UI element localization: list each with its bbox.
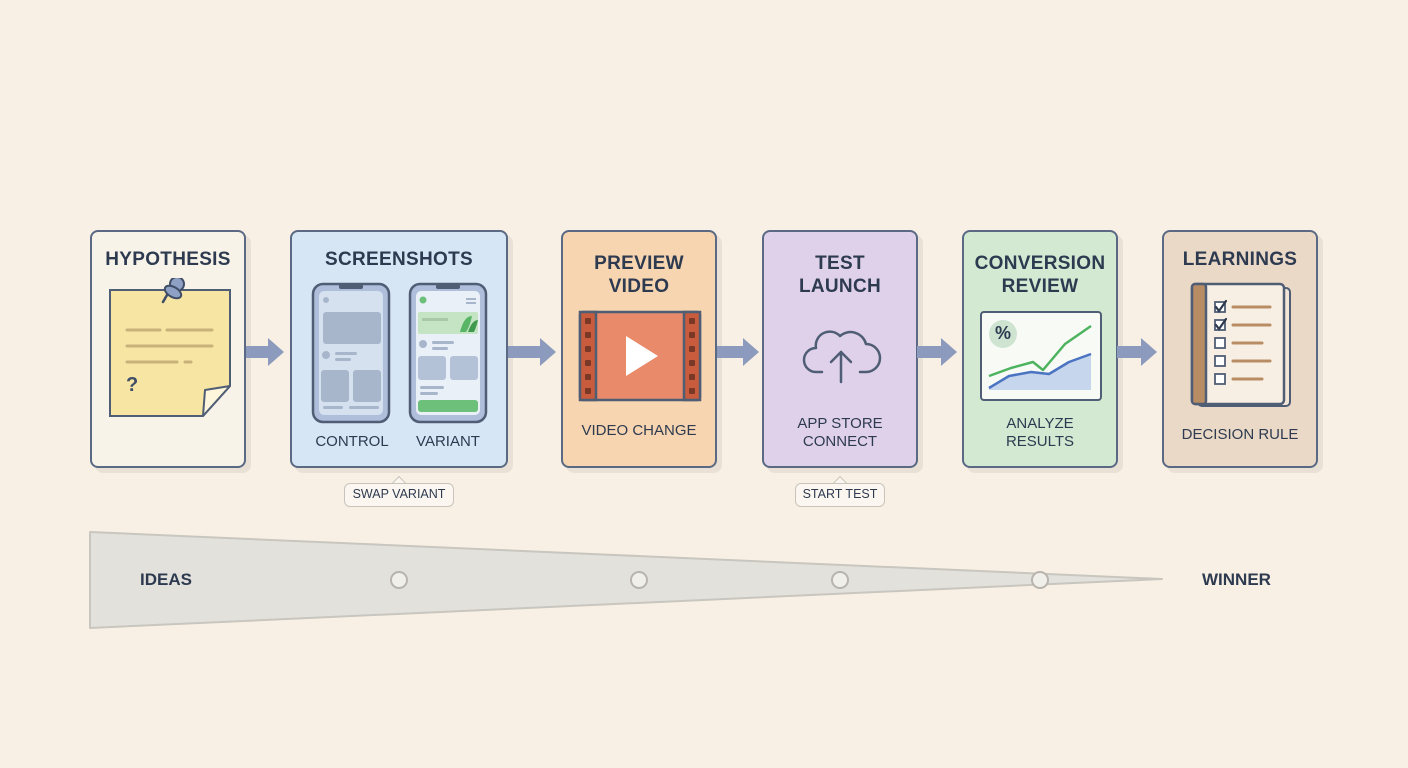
funnel-end-label: WINNER xyxy=(1202,570,1271,589)
arrow-right-icon xyxy=(917,338,957,366)
stage-caption: VIDEO CHANGE xyxy=(581,422,697,439)
stage-title: LEARNINGS xyxy=(1182,249,1298,270)
percent-badge: % xyxy=(994,323,1011,343)
funnel-milestone xyxy=(831,571,849,589)
start-test-callout: START TEST xyxy=(795,483,885,507)
stage-screenshots: SCREENSHOTS CONTROL VARIANT xyxy=(290,230,508,468)
line-chart-icon xyxy=(980,311,1102,401)
stage-title: HYPOTHESIS xyxy=(105,249,231,270)
checklist-book-icon xyxy=(1190,282,1291,407)
arrow-right-icon xyxy=(246,338,284,366)
play-icon xyxy=(626,336,658,376)
caption-control: CONTROL xyxy=(315,433,389,450)
funnel-milestone xyxy=(390,571,408,589)
stage-title: SCREENSHOTS xyxy=(325,249,473,270)
funnel-start-label: IDEAS xyxy=(140,570,192,589)
funnel-milestone xyxy=(1031,571,1049,589)
funnel-wedge xyxy=(89,531,1163,629)
control-phone-icon xyxy=(311,282,391,424)
stage-learnings: LEARNINGS DECISION RULE xyxy=(1162,230,1318,468)
pushpin-icon xyxy=(161,278,185,304)
funnel-milestone xyxy=(630,571,648,589)
question-mark: ? xyxy=(126,374,139,396)
arrow-right-icon xyxy=(1117,338,1157,366)
stage-caption: DECISION RULE xyxy=(1181,426,1299,443)
video-film-icon xyxy=(578,310,702,402)
caption-variant: VARIANT xyxy=(416,433,480,450)
arrow-right-icon xyxy=(717,338,759,366)
swap-variant-callout: SWAP VARIANT xyxy=(344,483,454,507)
sticky-note-icon xyxy=(109,278,231,417)
cloud-upload-icon xyxy=(802,330,882,384)
stage-hypothesis: HYPOTHESIS ? xyxy=(90,230,246,468)
arrow-right-icon xyxy=(508,338,556,366)
variant-phone-icon xyxy=(408,282,488,424)
